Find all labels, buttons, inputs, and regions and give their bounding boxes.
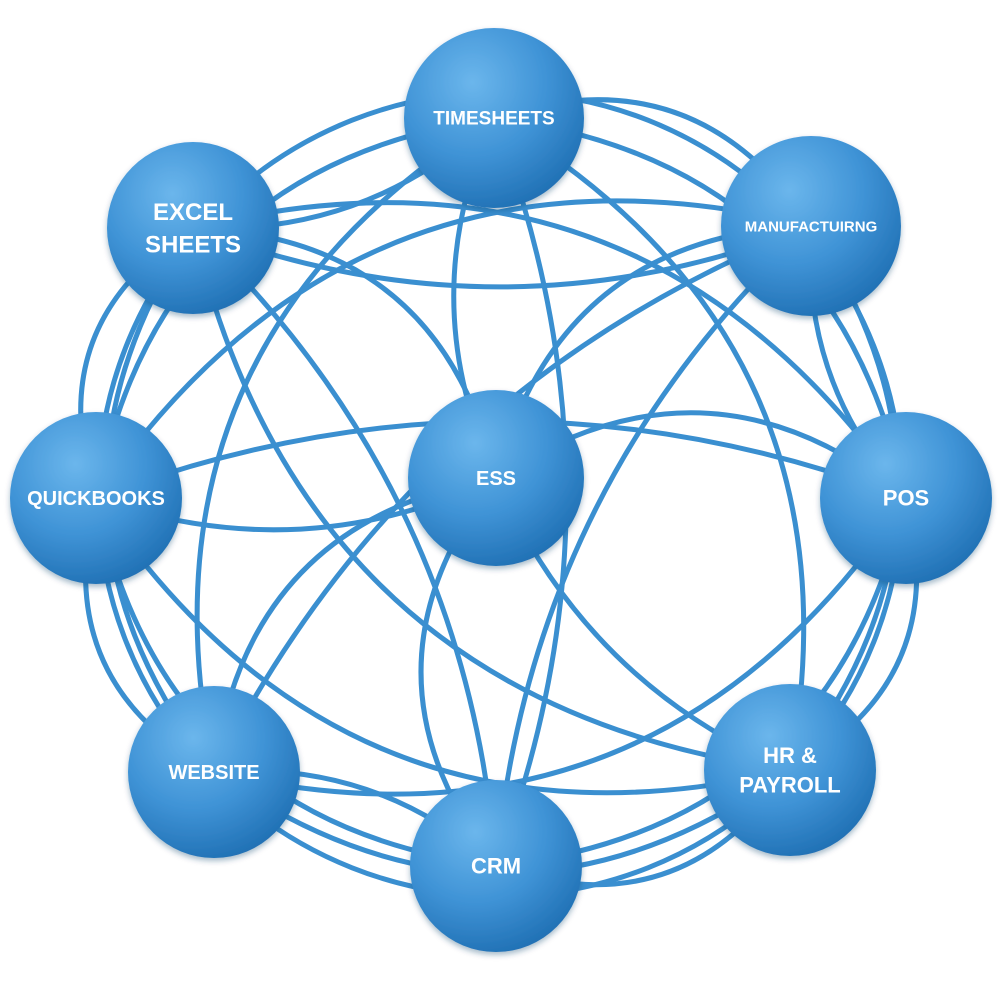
connection-line [493, 223, 814, 869]
node-circle [408, 390, 584, 566]
node-circle [10, 412, 182, 584]
node-label: PAYROLL [739, 773, 840, 798]
node-manufacturing: MANUFACTUIRNG [721, 136, 901, 316]
connection-line [190, 223, 814, 290]
node-timesheets: TIMESHEETS [404, 28, 584, 208]
node-label: WEBSITE [168, 762, 259, 784]
node-circle [128, 686, 300, 858]
node-circle [704, 684, 876, 856]
node-label: MANUFACTUIRNG [745, 218, 878, 235]
connection-line [93, 198, 814, 501]
node-label: QUICKBOOKS [27, 488, 165, 510]
node-label: HR & [763, 743, 817, 768]
node-circle [410, 780, 582, 952]
node-label: SHEETS [145, 232, 241, 259]
node-pos: POS [820, 412, 992, 584]
node-circle [820, 412, 992, 584]
connection-line [211, 495, 909, 797]
node-hr-payroll: HR & PAYROLL [704, 684, 876, 856]
node-label: CRM [471, 854, 521, 879]
node-label: TIMESHEETS [433, 109, 554, 130]
node-quickbooks: QUICKBOOKS [10, 412, 182, 584]
node-circle [404, 28, 584, 208]
connection-line [93, 495, 793, 796]
connection-line [491, 115, 807, 773]
node-excel-sheets: EXCEL SHEETS [107, 142, 279, 314]
node-label: EXCEL [153, 199, 233, 226]
system-nodes: TIMESHEETS MANUFACTUIRNG POS HR & PAYROLL CRM… [10, 28, 992, 952]
node-label: POS [883, 486, 929, 511]
node-ess: ESS [408, 390, 584, 566]
node-website: WEBSITE [128, 686, 300, 858]
node-circle [107, 142, 279, 314]
connection-line [190, 225, 793, 773]
node-circle [721, 136, 901, 316]
connection-line [194, 115, 497, 775]
node-label: ESS [476, 468, 516, 490]
node-crm: CRM [410, 780, 582, 952]
connection-line [190, 225, 499, 869]
connection-line [190, 200, 909, 501]
